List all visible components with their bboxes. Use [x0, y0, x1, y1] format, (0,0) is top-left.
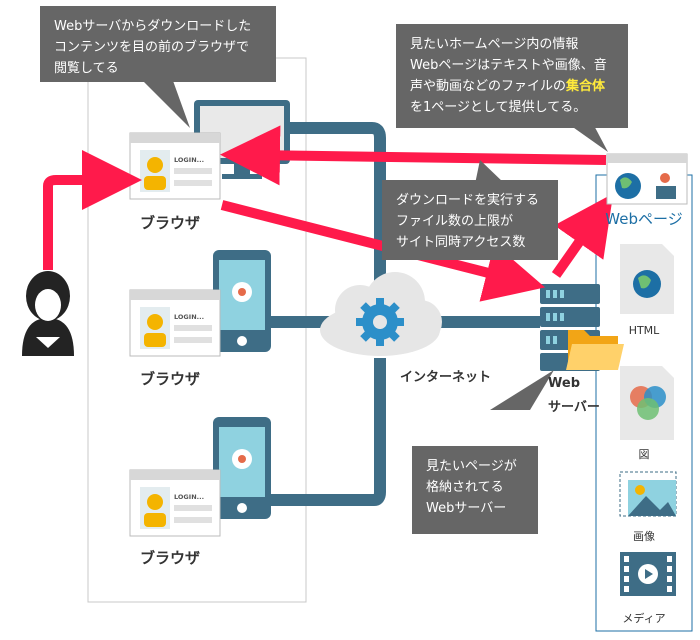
callout-download-line-2: ファイル数の上限が	[396, 214, 514, 229]
webpage-window-icon	[606, 153, 688, 205]
callout-download-line-1: ダウンロードを実行する	[396, 193, 540, 208]
callout-webpage-info: 見たいホームページ内の情報 Webページはテキストや画像、音 声や動画などのファ…	[396, 24, 628, 128]
browser-label-3: ブラウザ	[140, 549, 201, 567]
callout-server-line-3: Webサーバー	[426, 501, 507, 516]
login-text-2: LOGIN...	[174, 313, 204, 321]
callout-webpage-line-4: を1ページとして提供してる。	[410, 100, 587, 115]
image-file-icon	[619, 471, 677, 517]
webpage-label: Webページ	[605, 210, 683, 228]
callout-browser-view-line-2: コンテンツを目の前のブラウザで	[54, 40, 250, 55]
callout-webpage-line-3: 声や動画などのファイルの集合体	[410, 76, 614, 97]
figure-label: 図	[638, 448, 650, 461]
callout-server-line-2: 格納されてる	[426, 480, 504, 495]
folder-icon	[566, 330, 624, 370]
red-arrows	[43, 125, 614, 302]
callout-server-line-1: 見たいページが	[426, 459, 517, 474]
browser-window-2	[129, 289, 221, 357]
browser-window-3	[129, 469, 221, 537]
login-text-1: LOGIN...	[174, 156, 204, 164]
browser-label-1: ブラウザ	[140, 214, 201, 232]
smartphone-icon-2	[213, 417, 271, 519]
gear-icon	[356, 298, 404, 346]
callout-webpage-line-1: 見たいホームページ内の情報	[410, 37, 579, 52]
figure-file-icon	[620, 366, 674, 440]
media-label: メディア	[622, 612, 666, 625]
internet-label: インターネット	[400, 370, 492, 385]
callout-web-server: 見たいページが 格納されてる Webサーバー	[412, 446, 538, 534]
browser-window-1	[129, 132, 221, 200]
smartphone-icon-1	[213, 250, 271, 352]
callout-browser-view-line-3: 閲覧してる	[54, 61, 119, 76]
html-label: HTML	[628, 324, 660, 337]
callout-browser-view: Webサーバからダウンロードした コンテンツを目の前のブラウザで 閲覧してる	[40, 6, 276, 82]
web-server-label-2: サーバー	[548, 400, 600, 415]
callout-download-limit: ダウンロードを実行する ファイル数の上限が サイト同時アクセス数	[382, 180, 558, 260]
highlight-aggregate: 集合体	[566, 79, 606, 94]
user-icon	[22, 271, 74, 356]
image-label: 画像	[633, 530, 655, 543]
web-server-label-1: Web	[548, 376, 580, 391]
callout-browser-view-line-1: Webサーバからダウンロードした	[54, 19, 252, 34]
media-file-icon	[620, 552, 676, 596]
callout-download-line-3: サイト同時アクセス数	[396, 235, 526, 250]
html-file-icon	[620, 244, 674, 314]
login-text-3: LOGIN...	[174, 493, 204, 501]
browser-label-2: ブラウザ	[140, 370, 201, 388]
callout-webpage-line-3-text: 声や動画などのファイルの	[410, 79, 567, 94]
callout-webpage-line-2: Webページはテキストや画像、音	[410, 58, 607, 73]
